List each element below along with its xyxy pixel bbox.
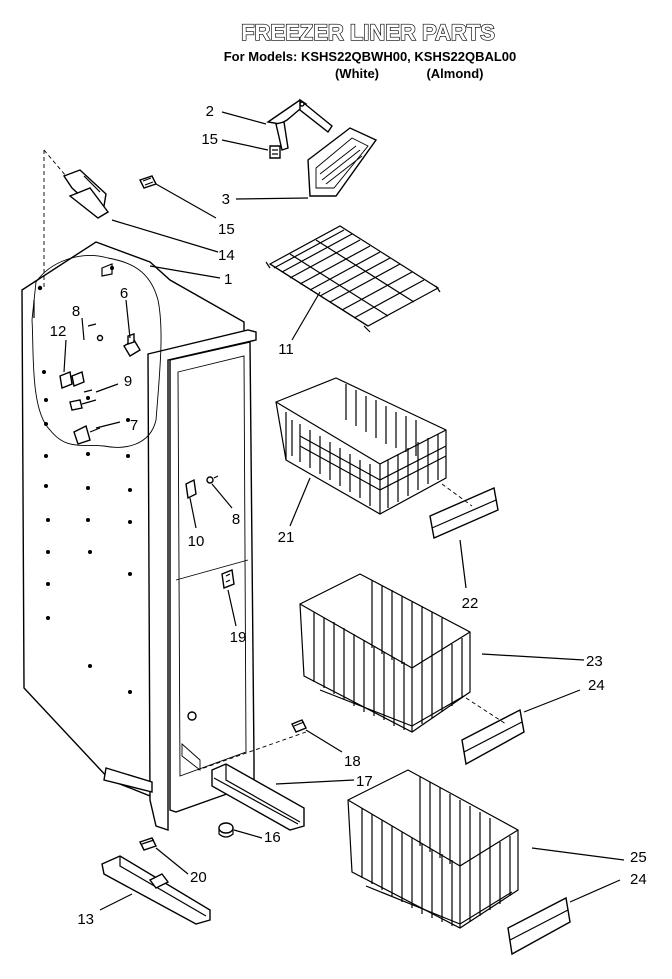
callout-9: 9 [124,373,132,390]
callout-17: 17 [356,773,373,790]
callout-20: 20 [190,869,207,886]
part-10-bracket [185,478,197,500]
part-9-screw [69,389,97,411]
part-11-wire-shelf [265,225,441,333]
part-22-trim [429,487,499,539]
callout-19: 19 [230,629,247,646]
callout-24-upper: 24 [588,677,605,694]
part-18-screw [291,719,307,733]
part-6-clip [123,333,141,357]
part-20-screw [139,837,157,851]
part-12-bracket [59,371,85,389]
part-24-trim-upper [461,708,525,766]
part-3-cover [307,127,378,197]
callout-23: 23 [586,653,603,670]
callout-18: 18 [344,753,361,770]
callout-8-upper: 8 [72,303,80,320]
callout-25: 25 [630,849,647,866]
models-line: For Models: KSHS22QBWH00, KSHS22QBAL00 [224,49,517,64]
callout-16: 16 [264,829,281,846]
part-17-rail [211,763,305,831]
callout-8-lower: 8 [232,511,240,528]
color-almond: (Almond) [426,66,483,81]
part-16-cap [218,822,234,838]
part-14-bracket [62,169,110,219]
callout-12: 12 [50,323,67,340]
callout-6: 6 [120,285,128,302]
part-24-trim-lower [507,896,571,956]
part-15-screw-upper [269,145,281,159]
callout-13: 13 [77,911,94,928]
part-8-screw-upper [87,323,104,342]
callout-11: 11 [278,341,294,358]
part-21-basket [275,377,447,515]
callout-1: 1 [224,271,232,288]
part-7-clip [73,424,101,445]
callout-21: 21 [278,529,295,546]
callout-10: 10 [188,533,205,550]
part-15-screw-lower [139,175,157,189]
callout-2: 2 [206,103,214,120]
part-2-bracket [266,98,333,151]
part-23-basket [299,573,471,733]
callout-3: 3 [222,191,230,208]
callout-7: 7 [130,417,138,434]
part-8-screw-lower [206,475,219,484]
page-title: FREEZER LINER PARTS [241,20,495,45]
part-25-basket [347,769,519,929]
part-19-clip [221,569,235,589]
callout-24-lower: 24 [630,871,647,888]
callout-22: 22 [462,595,479,612]
callout-15-left: 15 [218,221,235,238]
callout-labels: 2 15 3 15 14 1 8 6 12 9 7 11 21 10 8 22 … [50,103,647,928]
color-white: (White) [335,66,379,81]
part-13-bracket [101,855,211,925]
callout-15-top: 15 [201,131,218,148]
leader-lines [43,111,625,911]
callout-14: 14 [218,247,235,264]
